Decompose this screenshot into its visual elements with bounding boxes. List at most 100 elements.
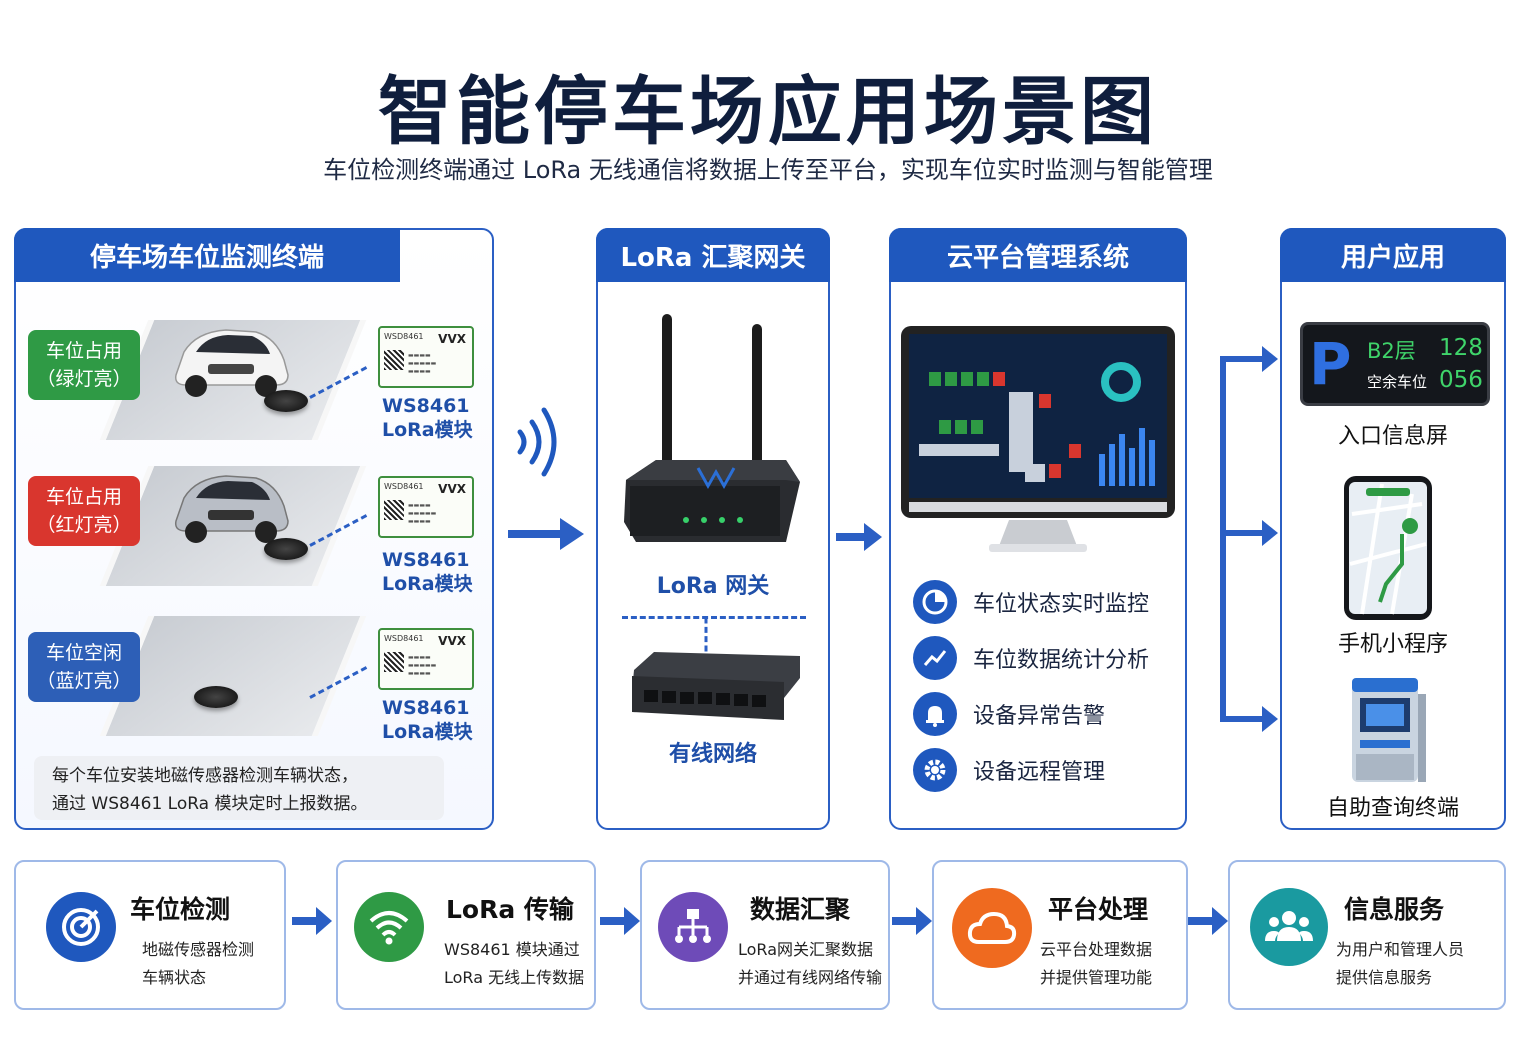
floor-label: B2层 — [1367, 339, 1416, 363]
module-code: WSD8461 — [384, 332, 424, 341]
feature-item: 设备远程管理 — [913, 748, 1105, 792]
lora-gateway-panel: LoRa 汇聚网关 LoRa 网关 有线网络 — [596, 228, 830, 830]
parking-slot: 车位占用 （红灯亮） WSD8461 VVX ▬▬▬▬▬▬▬▬▬▬▬▬▬ WS8… — [16, 466, 496, 606]
pie-chart-icon — [913, 580, 957, 624]
lora-module-icon: WSD8461 VVX ▬▬▬▬▬▬▬▬▬▬▬▬▬ — [378, 476, 474, 538]
flow-title: LoRa 传输 — [446, 895, 574, 924]
module-logo-icon: VVX — [438, 634, 466, 648]
divider-dashed — [622, 616, 806, 619]
alarm-bell-icon — [913, 692, 957, 736]
flow-desc: 地磁传感器检测车辆状态 — [142, 940, 255, 987]
flow-step-platform: 平台处理 云平台处理数据并提供管理功能 — [932, 860, 1188, 1010]
free-count: 056 — [1439, 367, 1483, 393]
feature-item: 车位状态实时监控 — [913, 580, 1149, 624]
flow-title: 平台处理 — [1048, 895, 1149, 924]
wifi-icon — [354, 892, 424, 962]
module-label: WS8461 LoRa模块 — [382, 697, 473, 743]
page-subtitle: 车位检测终端通过 LoRa 无线通信将数据上传至平台，实现车位实时监测与智能管理 — [323, 156, 1213, 184]
arrow-right-icon — [892, 907, 932, 935]
users-icon — [1250, 888, 1328, 966]
smartphone-icon — [1344, 476, 1432, 620]
parking-terminal-panel: 停车场车位监测终端 车位占用 （绿灯亮） WSD8461 VVX ▬▬▬▬▬▬▬… — [14, 228, 494, 830]
network-label: 有线网络 — [668, 742, 757, 767]
module-label: WS8461 LoRa模块 — [382, 395, 473, 441]
user-apps-panel: 用户应用 P B2层 128 空余车位 056 入口信息屏 手机小程序 自助查询… — [1280, 228, 1506, 830]
magnetic-sensor-icon — [264, 538, 308, 560]
status-badge: 车位占用 （绿灯亮） — [28, 330, 140, 400]
module-print-icon: ▬▬▬▬▬▬▬▬▬▬▬▬▬ — [408, 502, 437, 525]
flow-title: 数据汇聚 — [750, 895, 851, 924]
status-note: （绿灯亮） — [36, 368, 132, 390]
flow-step-aggregation: 数据汇聚 LoRa网关汇聚数据并通过有线网络传输 — [640, 860, 890, 1010]
qr-code-icon — [384, 350, 404, 370]
module-label: WS8461 LoRa模块 — [382, 549, 473, 595]
status-badge: 车位占用 （红灯亮） — [28, 476, 140, 546]
arrow-right-icon — [1188, 907, 1228, 935]
lora-module-icon: WSD8461 VVX ▬▬▬▬▬▬▬▬▬▬▬▬▬ — [378, 326, 474, 388]
app-label: 手机小程序 — [1337, 632, 1448, 657]
panel-header: LoRa 汇聚网关 — [596, 228, 830, 282]
network-icon — [658, 892, 728, 962]
lora-gateway-icon — [624, 314, 800, 542]
status-text: 车位空闲 — [45, 642, 122, 664]
module-print-icon: ▬▬▬▬▬▬▬▬▬▬▬▬▬ — [408, 352, 437, 375]
monitor-dashboard-icon — [901, 326, 1175, 552]
status-note: （红灯亮） — [36, 514, 132, 536]
lora-module-icon: WSD8461 VVX ▬▬▬▬▬▬▬▬▬▬▬▬▬ — [378, 628, 474, 690]
panel-header: 停车场车位监测终端 — [14, 228, 400, 282]
feature-label: 车位状态实时监控 — [973, 592, 1150, 617]
qr-code-icon — [384, 652, 404, 672]
target-icon — [46, 892, 116, 962]
arrow-right-icon — [508, 518, 584, 550]
magnetic-sensor-icon — [264, 390, 308, 412]
app-label: 入口信息屏 — [1337, 424, 1448, 449]
module-logo-icon: VVX — [438, 332, 466, 346]
status-text: 车位占用 — [45, 340, 122, 362]
wireless-signal-icon — [517, 407, 557, 477]
flow-title: 车位检测 — [130, 895, 231, 924]
parking-slot: 车位空闲 （蓝灯亮） WSD8461 VVX ▬▬▬▬▬▬▬▬▬▬▬▬▬ WS8… — [16, 616, 496, 756]
trend-chart-icon — [913, 636, 957, 680]
connection-line — [704, 617, 708, 652]
parking-slot: 车位占用 （绿灯亮） WSD8461 VVX ▬▬▬▬▬▬▬▬▬▬▬▬▬ WS8… — [16, 320, 496, 460]
status-text: 车位占用 — [45, 486, 122, 508]
cloud-platform-panel: 云平台管理系统 车位状态实时监控 车位数据统计分析 设备异常告警 设备远程管理 — [889, 228, 1187, 830]
feature-item: 设备异常告警 — [913, 692, 1105, 736]
gateway-label: LoRa 网关 — [656, 574, 770, 599]
arrow-right-icon — [600, 907, 640, 935]
car-silver-icon — [174, 475, 289, 543]
feature-label: 设备远程管理 — [973, 760, 1106, 785]
feature-label: 设备异常告警 — [973, 704, 1106, 729]
branch-arrow-icon — [1220, 346, 1278, 732]
flow-desc: 云平台处理数据并提供管理功能 — [1040, 940, 1153, 987]
feature-label: 车位数据统计分析 — [973, 648, 1150, 673]
cloud-icon — [952, 888, 1032, 968]
network-switch-icon — [632, 652, 800, 720]
status-badge: 车位空闲 （蓝灯亮） — [28, 632, 140, 702]
arrow-right-icon — [292, 907, 332, 935]
kiosk-terminal-icon — [1352, 678, 1426, 782]
car-white-icon — [174, 329, 289, 397]
panel-note: 每个车位安装地磁传感器检测车辆状态， 通过 WS8461 LoRa 模块定时上报… — [34, 756, 444, 820]
module-logo-icon: VVX — [438, 482, 466, 496]
feature-item: 车位数据统计分析 — [913, 636, 1149, 680]
flow-desc: 为用户和管理人员提供信息服务 — [1336, 940, 1465, 987]
free-label: 空余车位 — [1367, 373, 1428, 391]
panel-header: 用户应用 — [1280, 228, 1506, 282]
module-print-icon: ▬▬▬▬▬▬▬▬▬▬▬▬▬ — [408, 654, 437, 677]
entrance-display-screen: P B2层 128 空余车位 056 — [1300, 322, 1490, 406]
page-title: 智能停车场应用场景图 — [378, 69, 1158, 155]
panel-header: 云平台管理系统 — [889, 228, 1187, 282]
gear-icon — [913, 748, 957, 792]
flow-step-detection: 车位检测 地磁传感器检测车辆状态 — [14, 860, 286, 1010]
magnetic-sensor-icon — [194, 686, 238, 708]
module-code: WSD8461 — [384, 634, 424, 643]
qr-code-icon — [384, 500, 404, 520]
app-label: 自助查询终端 — [1326, 796, 1459, 821]
status-note: （蓝灯亮） — [36, 670, 132, 692]
total-count: 128 — [1439, 335, 1483, 361]
flow-title: 信息服务 — [1344, 895, 1445, 924]
arrow-right-icon — [836, 523, 882, 551]
